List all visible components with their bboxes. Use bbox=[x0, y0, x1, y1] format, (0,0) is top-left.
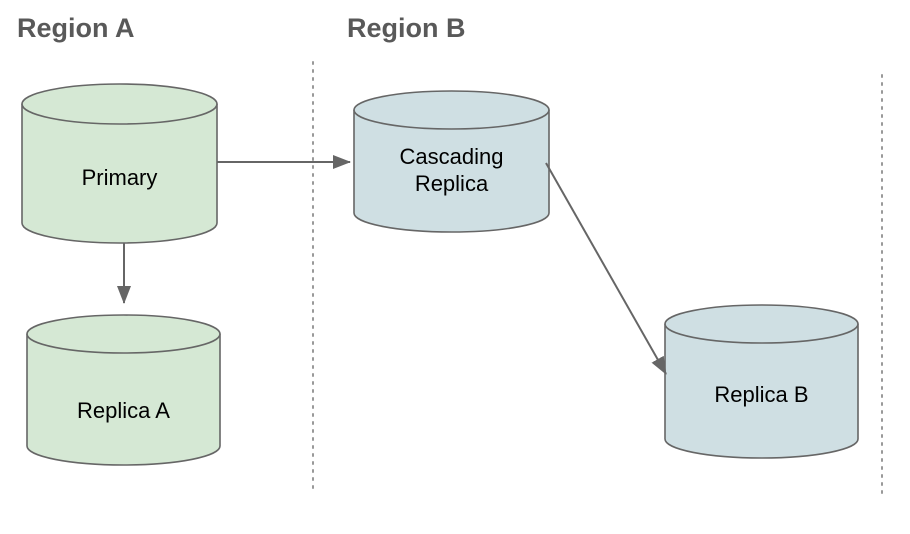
region-b-label: Region B bbox=[347, 13, 466, 43]
replica-a-cylinder-body bbox=[26, 333, 221, 466]
node-replica-a[interactable] bbox=[26, 314, 221, 466]
primary-cylinder-top bbox=[21, 83, 218, 125]
node-replica-b[interactable] bbox=[664, 304, 859, 459]
edge-cascading-replica-to-replica-b bbox=[545, 162, 667, 375]
cascading-replica-cylinder-top bbox=[353, 90, 550, 130]
node-primary[interactable] bbox=[21, 83, 218, 244]
node-cascading-replica[interactable] bbox=[353, 90, 550, 233]
region-a-label: Region A bbox=[17, 13, 135, 43]
replica-b-cylinder-top bbox=[664, 304, 859, 344]
cascading-replica-cylinder-body bbox=[353, 109, 550, 233]
replica-b-cylinder-body bbox=[664, 323, 859, 459]
replica-a-cylinder-top bbox=[26, 314, 221, 354]
primary-cylinder-body bbox=[21, 103, 218, 244]
